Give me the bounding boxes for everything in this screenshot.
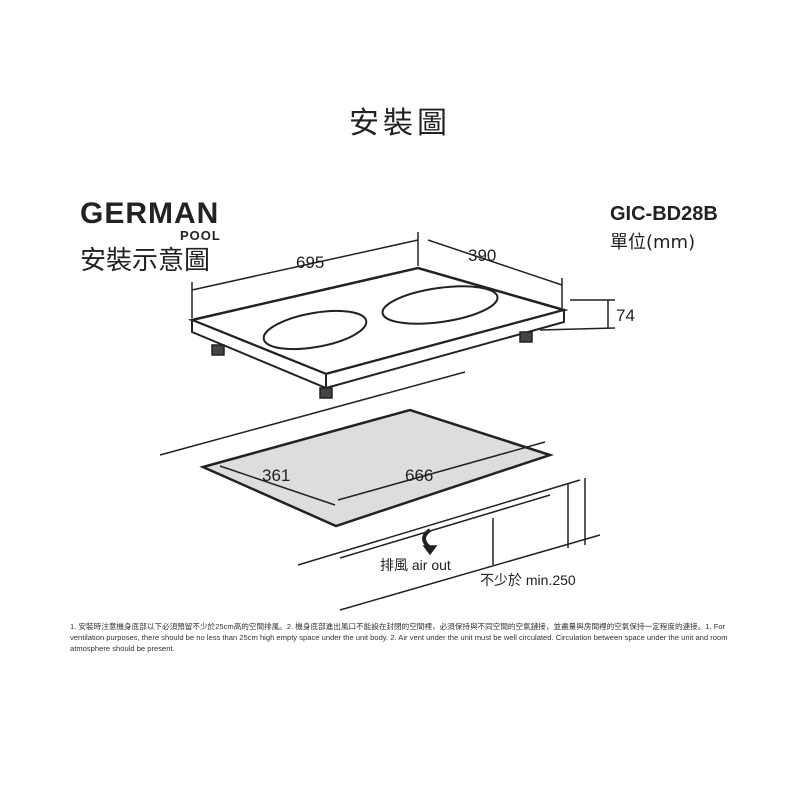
burner-right <box>381 285 499 325</box>
unit-label: 單位(mm) <box>610 232 696 253</box>
air-out-label: 排風 air out <box>380 557 451 573</box>
dim-height: 74 <box>616 306 635 325</box>
dim-width: 695 <box>296 253 325 272</box>
countertop <box>159 371 601 611</box>
hob-foot <box>319 387 333 399</box>
page-title: 安裝圖 <box>349 106 451 141</box>
brand-logo: GERMAN <box>80 197 220 230</box>
diagram-subtitle: 安裝示意圖 <box>80 246 211 276</box>
model-number: GIC-BD28B <box>610 203 718 225</box>
hob-unit <box>187 266 569 399</box>
dim-depth: 390 <box>468 246 497 265</box>
hob-foot <box>211 344 225 356</box>
hob-right-side <box>325 308 565 390</box>
dim-cutout-depth: 361 <box>262 466 291 485</box>
brand-logo-sub: POOL <box>180 228 221 243</box>
dim-cutout-width: 666 <box>405 466 434 485</box>
cutout <box>199 408 555 528</box>
hob-foot <box>519 331 533 343</box>
installation-notes: 1. 安裝時注意機身底部以下必須預留不少於25cm高的空間排風。2. 機身底部進… <box>70 622 728 653</box>
min-clearance-label: 不少於 min.250 <box>480 572 576 588</box>
dimension-lines <box>191 232 616 331</box>
burner-left <box>262 309 368 351</box>
hob-top <box>187 266 569 376</box>
